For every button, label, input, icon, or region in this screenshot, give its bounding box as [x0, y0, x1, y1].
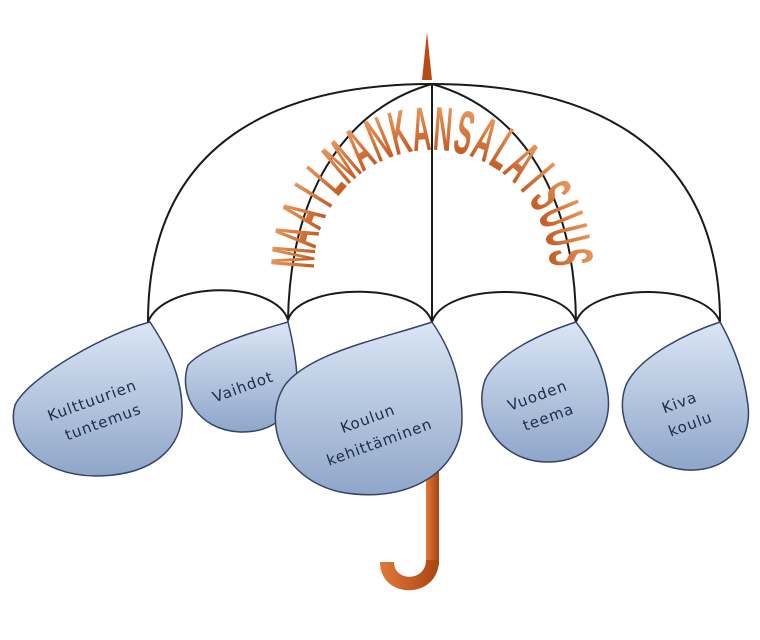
- canopy-scallops: [148, 290, 720, 322]
- drops-group: Kulttuurien tuntemus Vaihdot Koulun kehi…: [13, 322, 748, 495]
- drop-kulttuurien-tuntemus: Kulttuurien tuntemus: [13, 322, 182, 476]
- drop-koulun-kehittaminen: Koulun kehittäminen: [275, 322, 462, 495]
- drop-vuoden-teema: Vuoden teema: [482, 322, 609, 462]
- canopy-rib: [432, 84, 576, 322]
- drop-kiva-koulu: Kiva koulu: [622, 322, 748, 470]
- umbrella-tip: [422, 32, 432, 80]
